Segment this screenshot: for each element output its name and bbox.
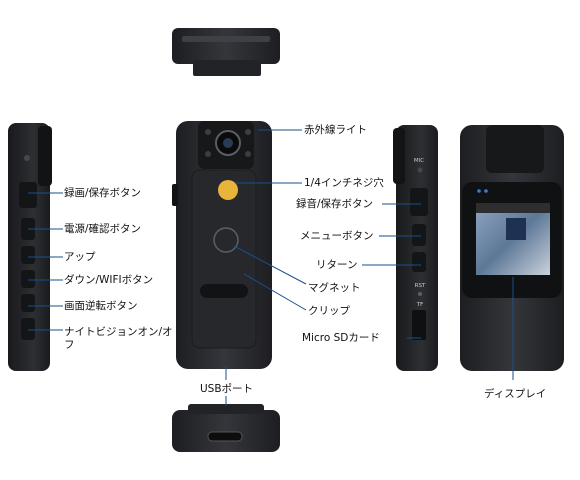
right-side-view [393,125,438,371]
left-side-view [8,123,52,371]
label-clip: クリップ [308,305,350,317]
label-up: アップ [64,251,96,263]
tf-marking: TF [416,302,424,308]
label-return: リターン [316,259,358,271]
label-infrared-light: 赤外線ライト [304,124,367,136]
label-screw-hole: 1/4インチネジ穴 [304,177,384,189]
top-view [172,28,280,76]
mic-marking: MIC [414,158,424,164]
display-view [460,125,564,371]
bottom-view [172,404,280,452]
leader-lines [28,129,514,406]
label-record-save: 録画/保存ボタン [64,187,142,199]
label-audio-save: 録音/保存ボタン [296,198,374,210]
front-view [172,121,272,369]
label-menu: メニューボタン [300,230,374,242]
label-power-confirm: 電源/確認ボタン [64,223,142,235]
device-markings: MIC RST TF [414,158,426,308]
label-magnet: マグネット [308,282,361,294]
label-display: ディスプレイ [484,388,547,400]
label-screen-flip: 画面逆転ボタン [64,300,138,312]
label-usb-port: USBポート [200,383,254,395]
rst-marking: RST [415,283,426,289]
label-microsd: Micro SDカード [302,332,380,344]
label-night-vision: ナイトビジョンオン/オフ [64,326,173,351]
label-down-wifi: ダウン/WIFIボタン [64,274,154,286]
